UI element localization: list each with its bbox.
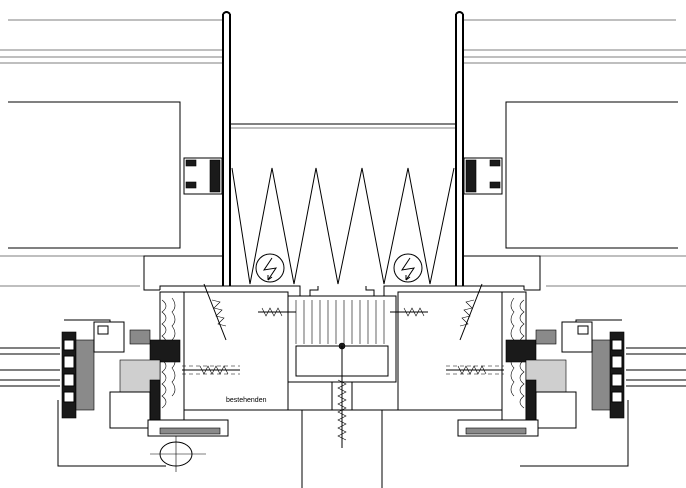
right-post-profile bbox=[455, 11, 464, 286]
right-panel bbox=[505, 101, 678, 249]
left-post-profile bbox=[222, 11, 231, 286]
outer-enclosure bbox=[143, 255, 541, 291]
left-panel bbox=[8, 101, 181, 249]
insulation-zigzag bbox=[231, 167, 455, 285]
left-screws bbox=[182, 283, 296, 375]
right-bracket bbox=[463, 157, 503, 195]
center-screw bbox=[337, 342, 347, 448]
existing-label: bestehenden bbox=[226, 397, 267, 404]
right-screws bbox=[390, 283, 504, 375]
upper-wall-lines bbox=[0, 19, 686, 64]
left-window-frame bbox=[57, 291, 289, 472]
electric-right-icon bbox=[393, 253, 423, 283]
right-glazing bbox=[561, 321, 686, 419]
electric-left-icon bbox=[255, 253, 285, 283]
left-glazing bbox=[0, 321, 125, 419]
right-window-frame bbox=[397, 291, 629, 467]
left-bracket bbox=[183, 157, 223, 195]
